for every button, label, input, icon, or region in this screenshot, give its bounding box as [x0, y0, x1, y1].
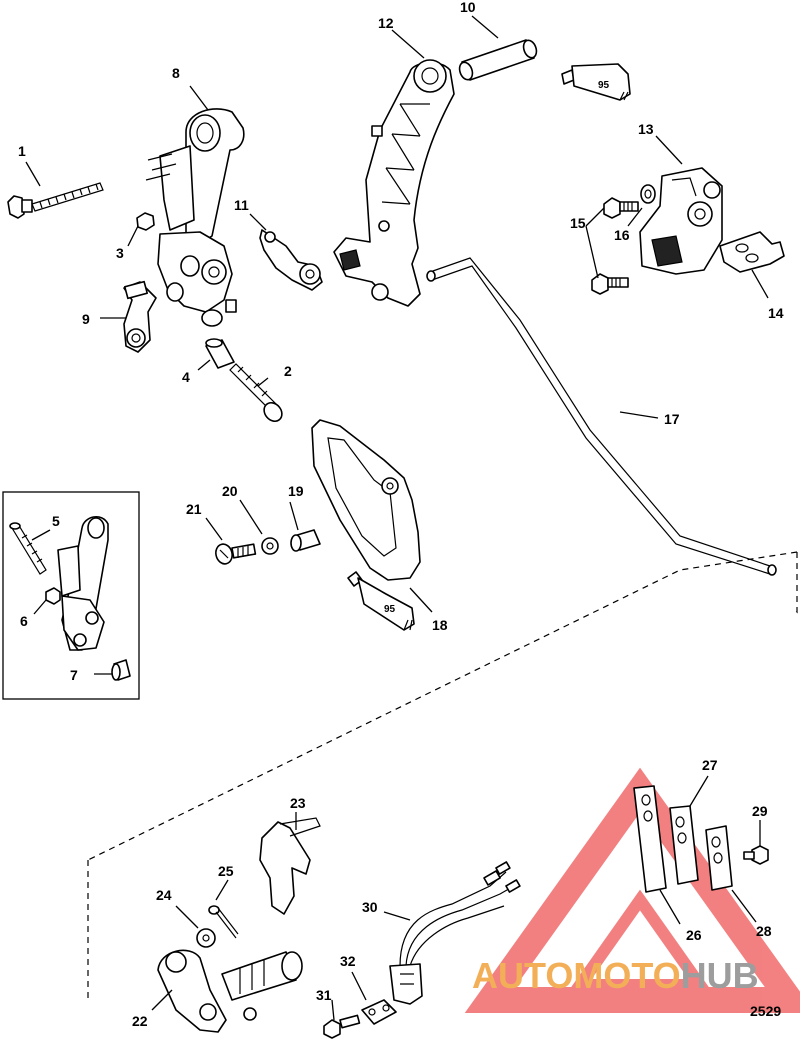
callout-27: 27 [702, 757, 718, 773]
inset-arm-assembly [57, 516, 109, 651]
callout-12: 12 [378, 15, 394, 31]
callout-7: 7 [70, 667, 78, 683]
screw-part-2 [229, 363, 283, 423]
sealant-label-middle: 95 [384, 604, 396, 615]
pin-part-10 [458, 39, 538, 81]
callout-labels: 1 2 3 4 5 6 7 8 9 10 11 12 13 14 15 16 1… [18, 0, 784, 1029]
callout-24: 24 [156, 887, 172, 903]
link-part-11 [259, 229, 323, 291]
watermark-triangle-icon [464, 767, 800, 1013]
spacer-part-7 [111, 659, 131, 681]
screw-part-31 [323, 1014, 361, 1039]
harness-part-30 [389, 861, 521, 1005]
plate-part-26 [633, 785, 667, 893]
callout-30: 30 [362, 899, 378, 915]
rod-part-17 [426, 257, 777, 576]
callout-3: 3 [116, 245, 124, 261]
nut-part-6 [45, 587, 61, 605]
svg-text:AUTOMOTOHUB: AUTOMOTOHUB [472, 955, 759, 996]
watermark-text-main: AUTOMOTO [472, 955, 681, 996]
bushing-part-16 [640, 184, 656, 204]
washer-part-24 [196, 928, 216, 948]
callout-26: 26 [686, 927, 702, 943]
plate-part-27 [669, 805, 699, 885]
bracket-part-23 [259, 817, 321, 915]
callout-9: 9 [82, 311, 90, 327]
callout-23: 23 [290, 795, 306, 811]
sealant-tube-middle-icon: 95 [347, 571, 415, 631]
callout-1: 1 [18, 143, 26, 159]
bolt-part-1 [7, 182, 104, 219]
diagram-id: 2529 [750, 1003, 781, 1019]
callout-29: 29 [752, 803, 768, 819]
callout-13: 13 [638, 121, 654, 137]
plate-part-32 [361, 999, 397, 1025]
plate-part-28 [705, 825, 733, 891]
bracket-part-13 [639, 167, 723, 275]
bolt-part-15-upper [603, 197, 639, 219]
spacer-part-4 [205, 338, 235, 369]
callout-2: 2 [284, 363, 292, 379]
throttle-arm-part-8 [145, 108, 245, 327]
cover-part-18 [311, 419, 421, 581]
cotter-pin-part-25 [208, 905, 239, 939]
callout-16: 16 [614, 227, 630, 243]
callout-4: 4 [182, 369, 190, 385]
callout-5: 5 [52, 513, 60, 529]
screw-part-21 [215, 543, 257, 565]
screw-part-29 [743, 845, 769, 865]
dashed-boundary-upper [87, 551, 798, 861]
sealant-tube-top-icon: 95 [561, 63, 631, 101]
clip-part-14 [719, 231, 785, 273]
throttle-cam-part-12 [333, 59, 455, 307]
callout-6: 6 [20, 613, 28, 629]
callout-14: 14 [768, 305, 784, 321]
callout-20: 20 [222, 483, 238, 499]
callout-28: 28 [756, 923, 772, 939]
callout-8: 8 [172, 65, 180, 81]
sealant-label-top: 95 [598, 80, 610, 91]
bushing-part-19 [290, 529, 321, 552]
callout-31: 31 [316, 987, 332, 1003]
callout-22: 22 [132, 1013, 148, 1029]
bolt-part-15-lower [591, 273, 629, 295]
callout-25: 25 [218, 863, 234, 879]
callout-10: 10 [460, 0, 476, 15]
nut-part-3 [136, 212, 155, 231]
callout-15: 15 [570, 215, 586, 231]
callout-19: 19 [288, 483, 304, 499]
inset-box [2, 491, 140, 700]
callout-32: 32 [340, 953, 356, 969]
callout-21: 21 [186, 501, 202, 517]
washer-part-20 [261, 537, 279, 555]
callout-11: 11 [234, 197, 249, 213]
leader-lines [25, 15, 769, 1021]
callout-18: 18 [432, 617, 448, 633]
lever-part-9 [123, 280, 157, 353]
watermark-text-hub: HUB [681, 955, 759, 996]
callout-17: 17 [664, 411, 680, 427]
screw-part-5 [9, 522, 47, 575]
watermark-logo: AUTOMOTOHUB [464, 767, 800, 1013]
lever-assembly-part-22 [157, 949, 303, 1033]
